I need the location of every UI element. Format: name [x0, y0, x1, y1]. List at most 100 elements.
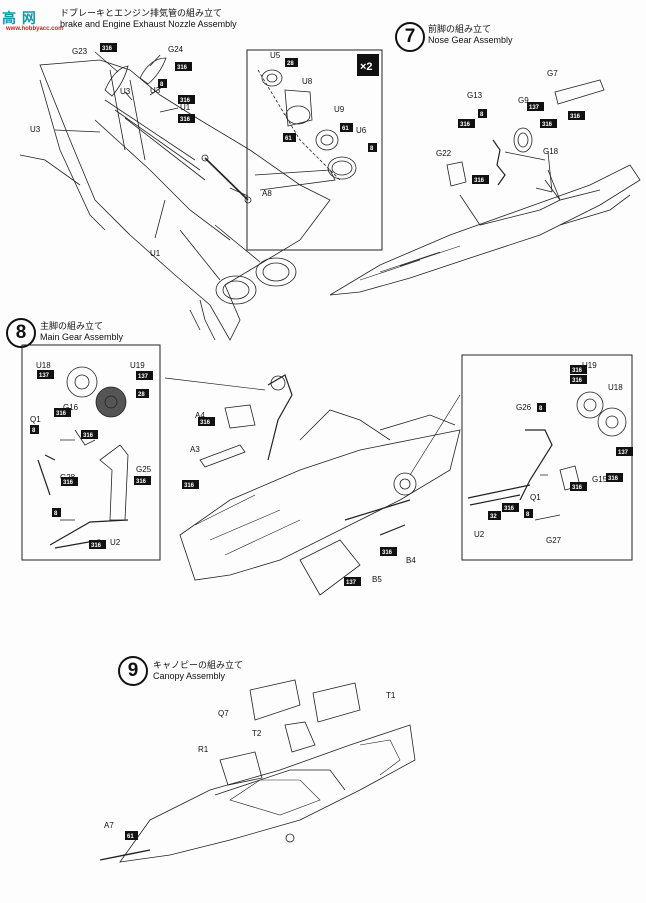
color-tag-text: 316	[56, 411, 67, 417]
color-tag: 61	[125, 831, 138, 840]
color-tag-text: 8	[32, 428, 36, 434]
part-label: U8	[302, 77, 313, 86]
part-label: T1	[386, 691, 396, 700]
part-label: R1	[198, 745, 209, 754]
color-tag-box	[570, 365, 587, 374]
color-tag-text: 8	[54, 511, 58, 517]
part-label: G27	[546, 536, 562, 545]
color-tag: 316	[175, 62, 192, 71]
color-tag-text: 316	[608, 476, 619, 482]
color-tag-text: 28	[287, 61, 294, 67]
color-tag-text: 316	[102, 46, 113, 52]
color-tag-text: 316	[570, 114, 581, 120]
color-tag: 61	[340, 123, 353, 132]
step-9-number: 9	[118, 656, 148, 686]
color-tag-box	[570, 482, 587, 491]
color-tag-box	[175, 62, 192, 71]
color-tag-box	[52, 508, 61, 517]
color-tag: 137	[527, 102, 544, 111]
color-tag-text: 316	[572, 368, 583, 374]
color-tag-text: 8	[480, 112, 484, 118]
color-tag-box	[616, 447, 633, 456]
color-tag-text: 61	[342, 126, 349, 132]
color-tag-box	[89, 540, 106, 549]
part-label: G22	[436, 149, 452, 158]
color-tag-box	[472, 175, 489, 184]
part-label: B4	[406, 556, 416, 565]
color-tag-box	[570, 375, 587, 384]
color-tag-box	[61, 477, 78, 486]
color-tag-box	[178, 95, 195, 104]
color-tag-text: 8	[539, 406, 543, 412]
color-tag: 8	[478, 109, 487, 118]
multiplier-text: ×2	[360, 61, 373, 73]
part-label: A3	[190, 445, 200, 454]
color-tag-box	[524, 509, 533, 518]
color-tags: 316 316 8 316 316 28 61 61 8 316 8 316 137 316 316 137 1…	[30, 43, 633, 840]
color-tag-text: 316	[136, 479, 147, 485]
step-8-title: 主脚の組み立て Main Gear Assembly	[40, 321, 123, 343]
part-label: U1	[180, 103, 191, 112]
color-tag-text: 28	[138, 392, 145, 398]
watermark-logo: 高 网	[2, 10, 37, 26]
part-label: Q1	[530, 493, 541, 502]
part-label: G18	[543, 147, 559, 156]
color-tag: 316	[570, 365, 587, 374]
color-tag-text: 316	[200, 420, 211, 426]
part-label: A4	[195, 411, 205, 420]
color-tag-text: 316	[542, 122, 553, 128]
step-9-title: キャノピーの組み立て Canopy Assembly	[153, 660, 243, 682]
color-tag: 316	[182, 480, 199, 489]
color-tag-box	[285, 58, 298, 67]
color-tag: 316	[380, 547, 397, 556]
step-7-title-jp: 前脚の組み立て	[428, 24, 492, 34]
color-tag-box	[380, 547, 397, 556]
color-tag-text: 61	[285, 136, 292, 142]
color-tag-box	[568, 111, 585, 120]
color-tag: 316	[54, 408, 71, 417]
color-tag-box	[198, 417, 215, 426]
color-tag: 8	[30, 425, 39, 434]
color-tag-box	[158, 79, 167, 88]
color-tag: 8	[368, 143, 377, 152]
color-tag-text: 61	[127, 834, 134, 840]
color-tag-text: 316	[83, 433, 94, 439]
color-tag-box	[37, 370, 54, 379]
part-label: G16	[63, 403, 79, 412]
step-9-title-jp: キャノピーの組み立て	[153, 660, 244, 670]
color-tag: 316	[178, 114, 195, 123]
color-tag-text: 316	[91, 543, 102, 549]
color-tag-box	[478, 109, 487, 118]
color-tag: 8	[52, 508, 61, 517]
color-tag-text: 316	[504, 506, 515, 512]
color-tag: 316	[570, 375, 587, 384]
part-label: G15	[592, 475, 608, 484]
color-tag-text: 316	[474, 178, 485, 184]
color-tag-box	[488, 511, 501, 520]
color-tag: 8	[537, 403, 546, 412]
color-tag-box	[540, 119, 557, 128]
part-label: G25	[136, 465, 152, 474]
part-label: G26	[516, 403, 532, 412]
color-tag-box	[182, 480, 199, 489]
step-8-title-en: Main Gear Assembly	[40, 332, 124, 342]
part-label: G23	[72, 47, 88, 56]
part-label: U18	[36, 361, 51, 370]
step-7-title: 前脚の組み立て Nose Gear Assembly	[428, 24, 513, 46]
step-6-title: ドブレーキとエンジン排気管の組み立て brake and Engine Exha…	[60, 8, 237, 30]
step-8-number: 8	[6, 318, 36, 348]
color-tag: 316	[134, 476, 151, 485]
color-tag-text: 137	[346, 580, 357, 586]
color-tag-text: 316	[572, 378, 583, 384]
rear-fuselage-drawing	[19, 51, 336, 341]
nose-gear-drawing	[329, 79, 641, 296]
step-7-number: 7	[395, 22, 425, 52]
color-tag-box	[458, 119, 475, 128]
color-tag: 137	[37, 370, 54, 379]
color-tag: 28	[285, 58, 298, 67]
color-tag-text: 137	[529, 105, 540, 111]
color-tag-box	[178, 114, 195, 123]
part-label: A7	[104, 821, 114, 830]
part-label: T2	[252, 729, 262, 738]
